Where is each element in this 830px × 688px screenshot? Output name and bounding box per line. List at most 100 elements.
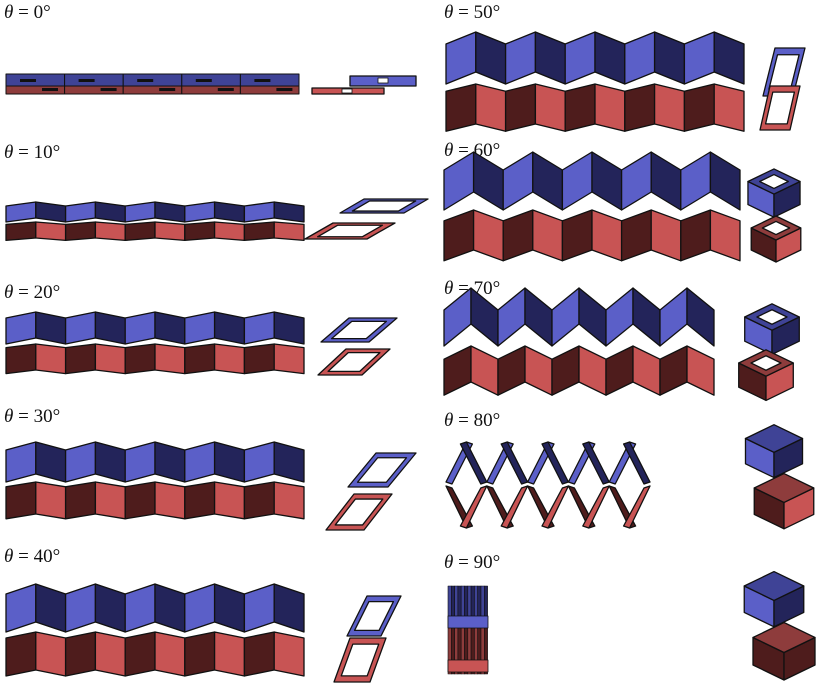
red-panel <box>35 343 67 375</box>
blue-band <box>447 615 489 629</box>
red-panel <box>64 221 97 242</box>
red-panel <box>605 345 634 396</box>
red-panel <box>500 485 529 529</box>
red-panel <box>243 481 275 520</box>
red-panel <box>622 485 651 529</box>
chain-figure <box>445 31 806 132</box>
red-panel <box>94 481 126 520</box>
unit-red-top <box>753 472 815 504</box>
angle-label: θ = 10° <box>4 142 61 163</box>
unit-blue-hole <box>330 320 388 340</box>
blue-panel <box>64 441 97 483</box>
red-panel <box>124 481 156 520</box>
red-panel <box>154 481 186 520</box>
chain-figure <box>5 441 417 531</box>
blue-panel <box>184 201 216 223</box>
red-panel <box>64 343 97 375</box>
blue-panel <box>445 31 477 85</box>
red-panel <box>541 485 570 529</box>
blue-panel <box>686 287 715 347</box>
blue-panel <box>124 311 156 345</box>
unit-red-top <box>752 621 816 654</box>
chain-figure <box>445 424 815 530</box>
red-panel <box>564 83 596 132</box>
red-panel <box>561 209 593 262</box>
red-panel <box>659 345 688 396</box>
blue-panel <box>213 583 246 633</box>
red-panel <box>582 485 610 529</box>
slot <box>377 77 389 84</box>
blue-panel <box>154 311 186 345</box>
angle-label: θ = 40° <box>4 546 61 567</box>
blue-panel <box>213 201 246 223</box>
blue-panel <box>243 583 275 633</box>
slot <box>137 79 154 82</box>
red-panel <box>94 343 126 375</box>
blue-panel <box>94 583 126 633</box>
chain-figure <box>5 583 402 683</box>
panel-theta-60: θ = 60° <box>443 140 830 276</box>
red-panel <box>653 83 686 132</box>
unit-red-hole <box>340 643 380 677</box>
red-panel <box>5 221 37 242</box>
red-panel <box>686 345 715 396</box>
red-panel <box>213 481 246 520</box>
red-panel <box>632 345 661 396</box>
chain-figure <box>5 311 398 376</box>
unit-blue-hole <box>759 173 789 190</box>
angle-label: θ = 90° <box>444 552 501 573</box>
panel-theta-70: θ = 70° <box>443 278 830 414</box>
red-panel <box>64 481 97 520</box>
red-panel <box>524 345 553 396</box>
blue-panel <box>551 287 580 347</box>
blue-panel <box>184 583 216 633</box>
blue-panel <box>459 441 488 485</box>
red-panel <box>624 83 656 132</box>
blue-panel <box>475 31 507 85</box>
red-panel <box>680 209 712 262</box>
blue-panel <box>594 31 626 85</box>
blue-panel <box>622 441 651 485</box>
chain-figure <box>443 287 800 402</box>
blue-panel <box>94 311 126 345</box>
blue-panel <box>94 441 126 483</box>
slot <box>42 88 58 91</box>
red-panel <box>184 343 216 375</box>
red-panel <box>504 83 537 132</box>
blue-panel <box>35 583 67 633</box>
red-panel <box>591 209 623 262</box>
blue-panel <box>504 31 537 85</box>
angle-label: θ = 30° <box>4 406 61 427</box>
red-panel <box>502 209 534 262</box>
blue-panel <box>35 311 67 345</box>
red-panel <box>154 631 186 677</box>
panel-theta-10: θ = 10° <box>4 142 429 278</box>
blue-panel <box>564 31 596 85</box>
blue-panel <box>35 441 67 483</box>
blue-panel <box>532 151 564 211</box>
unit-red-hole <box>316 224 384 238</box>
red-panel <box>445 83 477 132</box>
panel-theta-50: θ = 50° <box>444 2 830 138</box>
blue-panel <box>213 311 246 345</box>
blue-panel <box>5 583 37 633</box>
blue-panel <box>561 151 593 211</box>
blue-panel <box>683 31 715 85</box>
red-panel <box>709 209 741 262</box>
unit-red-hole <box>761 220 791 236</box>
unit-blue-hole <box>756 309 788 325</box>
blue-panel <box>35 201 67 223</box>
red-panel <box>243 631 275 677</box>
chain-figure <box>5 198 429 242</box>
red-panel <box>94 631 126 677</box>
unit-blue-hole <box>353 600 395 632</box>
blue-panel <box>64 201 97 223</box>
blue-panel <box>582 441 610 485</box>
red-panel <box>154 343 186 375</box>
blue-panel <box>680 151 712 211</box>
red-panel <box>35 481 67 520</box>
blue-panel <box>605 287 634 347</box>
blue-panel <box>154 201 186 223</box>
unit-blue-top <box>744 424 804 453</box>
panel-theta-40: θ = 40° <box>4 546 414 683</box>
